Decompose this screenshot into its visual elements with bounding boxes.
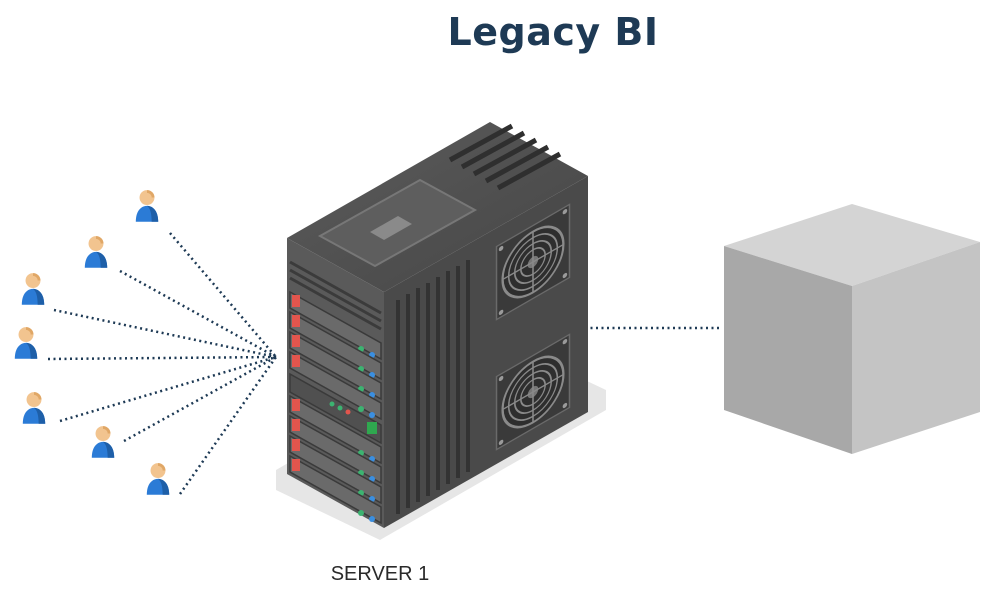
drive-bays [289,290,382,525]
connector-line [123,355,277,443]
user-icon [22,392,46,424]
user-icon [146,463,170,495]
title-area: Legacy BI [0,0,993,80]
connector-line [169,232,277,358]
cube-icon [724,204,980,454]
connector-line [178,356,278,495]
user-connectors [47,232,278,495]
user-icon [84,236,108,268]
diagram-title: Legacy BI [447,10,659,54]
server-tower-icon [276,122,606,540]
user-icon [14,327,38,359]
users-group [14,190,170,495]
connector-line [59,355,277,423]
user-icon [91,426,115,458]
user-icon [135,190,159,222]
server-label: SERVER 1 [330,563,430,585]
user-icon [21,273,45,305]
connector-line [119,269,277,359]
connector-line [47,355,277,361]
